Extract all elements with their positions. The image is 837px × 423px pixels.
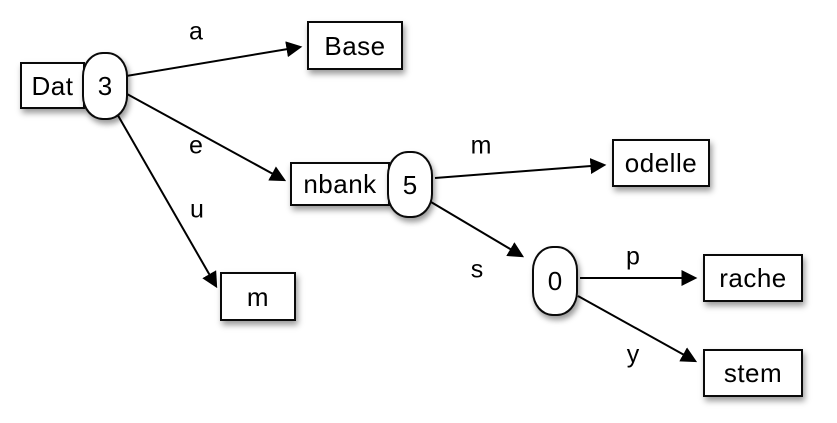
- edge-s-line: [430, 201, 525, 258]
- node-odelle: odelle: [612, 139, 710, 187]
- edge-label-p: p: [626, 242, 640, 271]
- edge-e-line: [126, 93, 287, 182]
- node-stem: stem: [703, 349, 803, 397]
- edge-label-s: s: [470, 255, 484, 284]
- node-dat: Dat: [20, 62, 85, 109]
- edge-m-line: [434, 158, 607, 179]
- state-node-5: 5: [387, 151, 433, 218]
- edge-label-e: e: [189, 131, 203, 160]
- edge-label-y: y: [626, 340, 640, 369]
- edge-label-m: m: [470, 131, 492, 160]
- node-base: Base: [307, 21, 403, 70]
- node-rache: rache: [703, 254, 803, 302]
- node-m: m: [220, 272, 296, 321]
- state-node-3: 3: [82, 52, 128, 120]
- edge-label-a: a: [189, 17, 203, 46]
- node-nbank: nbank: [290, 162, 390, 206]
- state-node-0: 0: [532, 246, 578, 316]
- edge-a-line: [125, 41, 303, 77]
- edge-label-u: u: [190, 195, 204, 224]
